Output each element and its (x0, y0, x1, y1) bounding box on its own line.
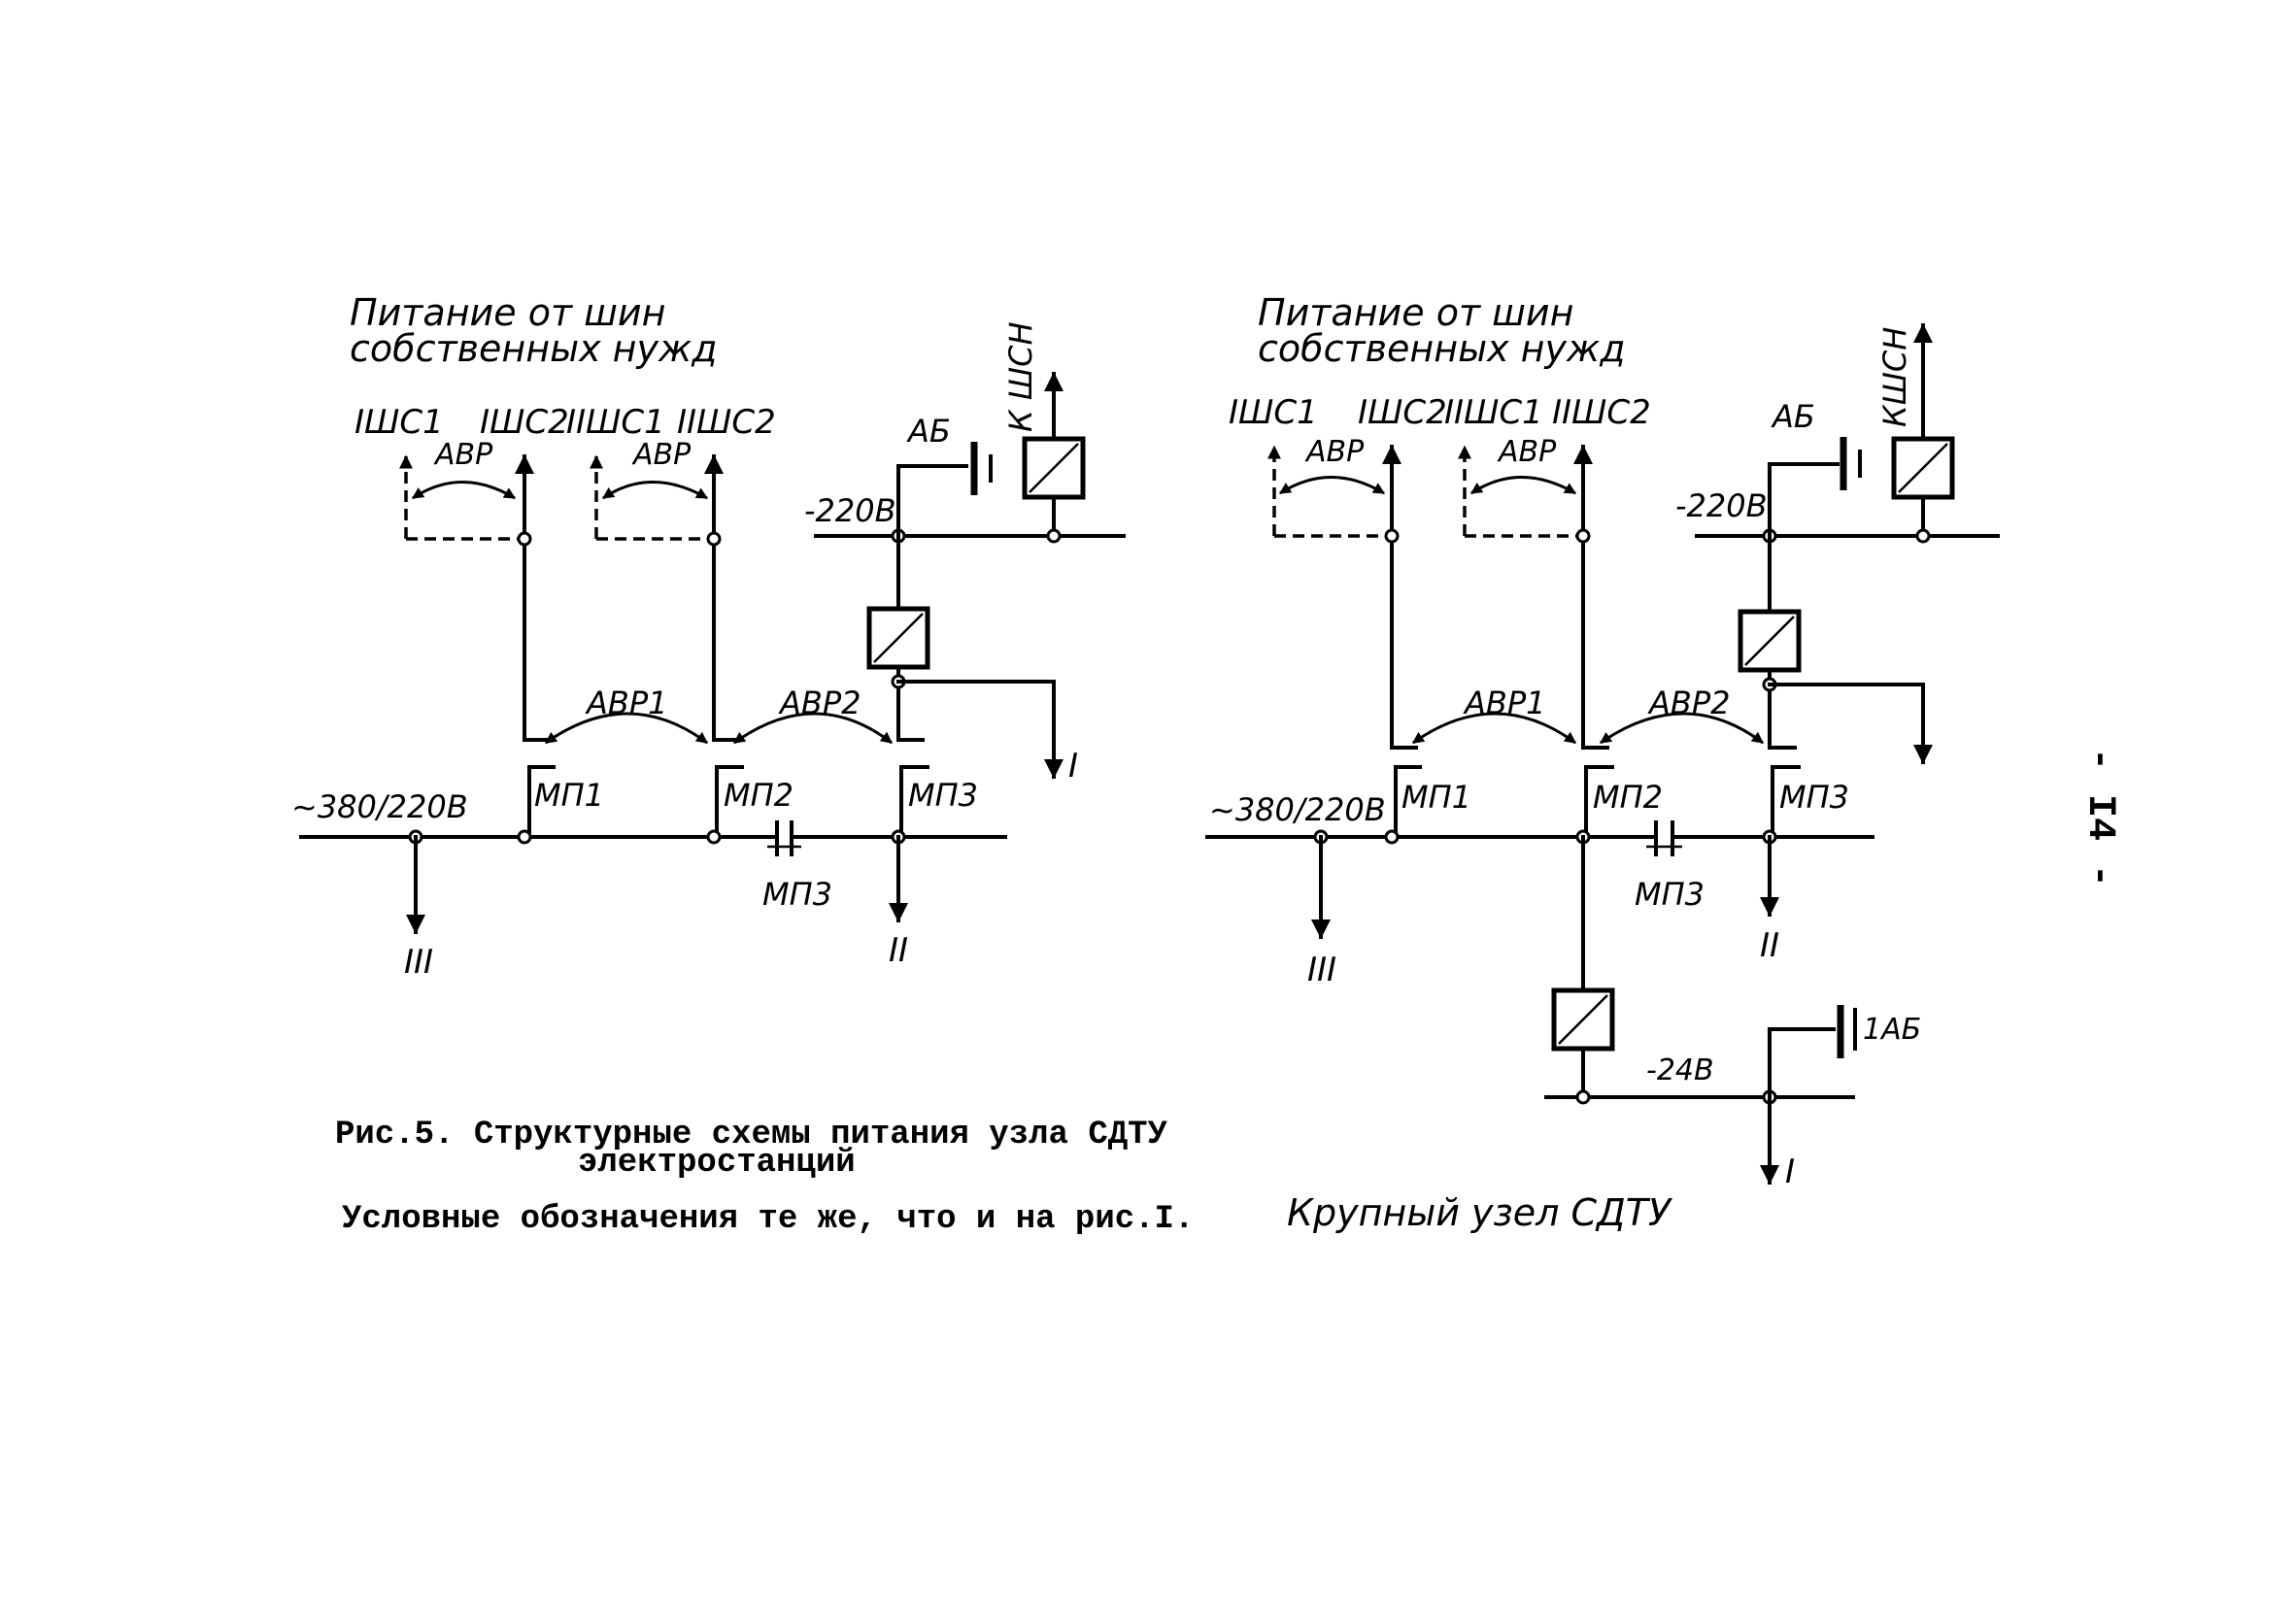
right-source-3: IIШС1 (1444, 393, 1543, 432)
left-battery-wire (896, 464, 968, 538)
right-mp3-bottom-label: МП3 (1635, 876, 1705, 913)
left-mp2-contact (715, 765, 744, 839)
right-avr-arc-1 (1278, 476, 1386, 495)
caption-line-3: Условные обозначения те же, что и на рис… (342, 1201, 1194, 1238)
left-node-feeder-1 (517, 531, 532, 547)
left-diagram: Питание от шин собственных нужд IШС1 IШС… (291, 291, 1126, 982)
right-dc-bus-label: -220В (1675, 487, 1768, 524)
left-mp2-label: МП2 (724, 777, 793, 814)
caption-line-1: Рис.5. Структурные схемы питания узла СД… (335, 1117, 1168, 1153)
left-ac-bus-label: ~380/220В (291, 788, 468, 825)
left-avr-label-2: АВР (631, 438, 692, 472)
page-number: - I4 - (2077, 748, 2121, 887)
left-kshsn-node (1046, 528, 1062, 544)
left-output-3-label: III (404, 943, 433, 982)
right-avr-arc-2 (1469, 476, 1577, 495)
right-converter-top-diagonal (1898, 443, 1948, 493)
left-source-1: IШС1 (355, 403, 444, 442)
left-mp3-bottom-label: МП3 (762, 876, 832, 913)
right-diagram: Питание от шин собственных нужд IШС1 IШС… (1205, 291, 2000, 1234)
left-node-feeder-2 (706, 531, 722, 547)
left-source-3: IIШС1 (566, 403, 665, 442)
right-supply-title-1: Питание от шин (1258, 291, 1573, 334)
right-node-feeder-2 (1575, 528, 1591, 544)
right-output-1-label: I (1785, 1153, 1795, 1191)
right-rectifier-branch (1768, 683, 1933, 764)
right-24v-node-a (1575, 1089, 1591, 1105)
left-kshsn-label: К ШСН (1002, 321, 1039, 432)
right-converter-24v-diagonal (1558, 994, 1608, 1045)
left-mp1-contact (527, 765, 556, 839)
left-avr1-label: АВР1 (585, 685, 668, 721)
right-24v-label: -24В (1646, 1053, 1714, 1087)
left-mp3-label: МП3 (908, 777, 978, 814)
right-kshsn-label: КШСН (1876, 327, 1913, 427)
right-mp1-contact (1394, 765, 1422, 839)
left-supply-title-2: собственных нужд (350, 327, 717, 370)
right-1ab-wire (1768, 1027, 1836, 1099)
left-dc-bus-label: -220В (804, 492, 896, 529)
left-avr-arc-1 (411, 481, 517, 500)
right-avr1-arc (1412, 712, 1576, 745)
right-avr2-label: АВР2 (1647, 685, 1731, 721)
right-avr2-arc (1600, 712, 1764, 745)
right-output-3-label: III (1307, 951, 1336, 989)
left-rectifier-diagonal (873, 613, 924, 663)
right-output-2-label: II (1760, 926, 1779, 965)
right-avr-label-1: АВР (1304, 435, 1365, 469)
left-avr2-label: АВР2 (778, 685, 861, 721)
left-mp1-label: МП1 (534, 777, 604, 814)
right-source-2: IШС2 (1358, 393, 1447, 432)
right-source-1: IШС1 (1229, 393, 1318, 432)
left-avr1-arc (545, 712, 708, 745)
right-avr-label-2: АВР (1497, 435, 1557, 469)
figure-caption: Рис.5. Структурные схемы питания узла СД… (335, 1117, 1194, 1238)
right-mp2-contact (1584, 765, 1614, 839)
right-ac-bus-label: ~380/220В (1209, 791, 1386, 828)
caption-line-2: электростанций (578, 1145, 856, 1182)
right-1ab-label: 1АБ (1863, 1013, 1921, 1047)
right-supply-title-2: собственных нужд (1258, 327, 1625, 370)
left-avr-arc-2 (602, 481, 709, 500)
left-source-2: IШС2 (480, 403, 569, 442)
right-rectifier-diagonal (1744, 616, 1795, 666)
right-avr1-label: АВР1 (1463, 685, 1546, 721)
right-battery-wire (1768, 462, 1840, 538)
left-ab-label: АБ (906, 413, 951, 450)
left-mp3-contact (899, 765, 929, 839)
left-source-4: IIШС2 (677, 403, 776, 442)
left-ac-node-mp2 (706, 829, 722, 845)
left-avr2-arc (733, 712, 893, 745)
left-output-2-label: II (889, 931, 908, 970)
left-supply-title-1: Питание от шин (350, 291, 665, 334)
left-output-1-wire (896, 680, 1064, 779)
right-source-4: IIШС2 (1552, 393, 1651, 432)
right-kshsn-node (1915, 528, 1931, 544)
right-mp2-label: МП2 (1593, 779, 1663, 816)
right-ac-node-mp1 (1384, 829, 1400, 845)
left-ac-node-mp1 (517, 829, 532, 845)
right-mp3-label: МП3 (1779, 779, 1849, 816)
left-output-1-label: I (1068, 747, 1078, 785)
right-mp3-contact (1771, 765, 1801, 839)
right-diagram-label: Крупный узел СДТУ (1287, 1191, 1673, 1234)
right-ab-label: АБ (1771, 398, 1815, 435)
right-mp1-label: МП1 (1401, 779, 1471, 816)
left-avr-label-1: АВР (433, 438, 493, 472)
right-node-feeder-1 (1384, 528, 1400, 544)
left-converter-top-diagonal (1029, 443, 1079, 493)
